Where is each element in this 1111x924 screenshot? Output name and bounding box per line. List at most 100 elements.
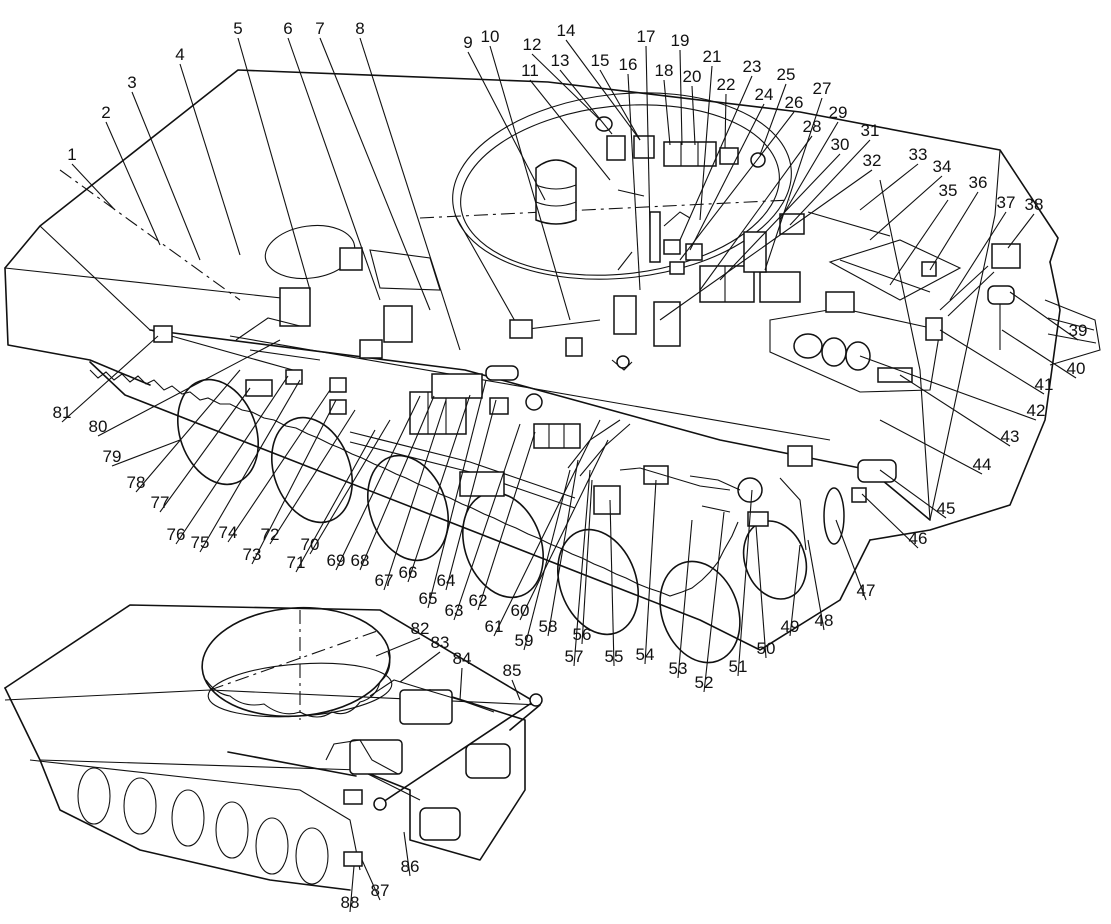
callout-16: 16 bbox=[619, 55, 638, 74]
leader-line-80 bbox=[97, 339, 281, 437]
callout-7: 7 bbox=[315, 19, 324, 38]
leader-line-31 bbox=[789, 139, 871, 226]
leader-line-53 bbox=[677, 519, 693, 679]
leader-line-87 bbox=[361, 859, 381, 901]
callout-49: 49 bbox=[781, 617, 800, 636]
callout-24: 24 bbox=[755, 85, 774, 104]
leader-line-63 bbox=[453, 423, 521, 621]
callout-66: 66 bbox=[399, 563, 418, 582]
leader-line-1 bbox=[71, 163, 116, 211]
leader-line-38 bbox=[1007, 213, 1035, 249]
leader-line-76 bbox=[175, 375, 289, 545]
callout-36: 36 bbox=[969, 173, 988, 192]
leader-line-12 bbox=[531, 53, 601, 121]
callout-11: 11 bbox=[521, 61, 539, 80]
callout-46: 46 bbox=[909, 529, 928, 548]
callout-10: 10 bbox=[481, 27, 500, 46]
callout-38: 38 bbox=[1025, 195, 1044, 214]
leader-line-84 bbox=[459, 667, 463, 701]
leader-line-24 bbox=[689, 103, 765, 251]
leader-line-25 bbox=[759, 83, 787, 156]
leader-line-41 bbox=[939, 329, 1045, 395]
callout-29: 29 bbox=[829, 103, 848, 122]
leader-line-35 bbox=[889, 199, 949, 286]
leader-line-66 bbox=[407, 394, 471, 583]
leader-line-54 bbox=[644, 479, 657, 665]
callout-9: 9 bbox=[463, 33, 472, 52]
leader-line-7 bbox=[319, 37, 431, 311]
leader-line-47 bbox=[835, 519, 867, 601]
leader-line-75 bbox=[199, 379, 301, 553]
leader-line-32 bbox=[659, 169, 873, 321]
leader-line-44 bbox=[879, 419, 983, 475]
leader-line-45 bbox=[879, 469, 947, 519]
callout-42: 42 bbox=[1027, 401, 1046, 420]
leader-line-85 bbox=[511, 679, 521, 701]
callout-12: 12 bbox=[523, 35, 542, 54]
leader-line-20 bbox=[691, 85, 696, 146]
callout-3: 3 bbox=[127, 73, 136, 92]
leader-line-21 bbox=[699, 65, 713, 221]
leader-line-8 bbox=[359, 37, 461, 351]
callout-85: 85 bbox=[503, 661, 522, 680]
callout-30: 30 bbox=[831, 135, 850, 154]
callout-13: 13 bbox=[551, 51, 570, 70]
callout-25: 25 bbox=[777, 65, 796, 84]
leader-line-26 bbox=[679, 111, 795, 261]
leader-line-72 bbox=[269, 409, 356, 545]
callout-35: 35 bbox=[939, 181, 958, 200]
callout-14: 14 bbox=[557, 21, 576, 40]
callout-56: 56 bbox=[573, 625, 592, 644]
leader-line-70 bbox=[309, 419, 391, 555]
callout-62: 62 bbox=[469, 591, 488, 610]
inset-vehicle bbox=[4, 604, 543, 891]
leader-line-74 bbox=[227, 389, 331, 543]
callout-15: 15 bbox=[591, 51, 610, 70]
leader-line-19 bbox=[679, 49, 683, 146]
leader-line-4 bbox=[179, 63, 241, 256]
callout-77: 77 bbox=[151, 493, 170, 512]
callout-81: 81 bbox=[53, 403, 72, 422]
leader-line-39 bbox=[1009, 291, 1079, 341]
leader-line-55 bbox=[609, 499, 615, 667]
leader-line-59 bbox=[523, 469, 571, 651]
callout-79: 79 bbox=[103, 447, 122, 466]
callout-60: 60 bbox=[511, 601, 530, 620]
leader-line-5 bbox=[237, 37, 311, 291]
leader-line-79 bbox=[111, 439, 181, 467]
leader-line-60 bbox=[519, 439, 609, 621]
callout-58: 58 bbox=[539, 617, 558, 636]
callout-64: 64 bbox=[437, 571, 456, 590]
leader-line-30 bbox=[719, 153, 841, 281]
callout-82: 82 bbox=[411, 619, 430, 638]
leader-line-28 bbox=[699, 135, 813, 291]
leader-line-83 bbox=[399, 651, 441, 683]
leader-line-6 bbox=[287, 37, 381, 301]
leader-line-50 bbox=[755, 525, 767, 659]
callout-59: 59 bbox=[515, 631, 534, 650]
callout-8: 8 bbox=[355, 19, 364, 38]
leader-line-23 bbox=[679, 75, 753, 241]
track bbox=[89, 369, 739, 597]
callout-55: 55 bbox=[605, 647, 624, 666]
leader-line-36 bbox=[929, 191, 979, 271]
leader-line-3 bbox=[131, 91, 201, 261]
callout-84: 84 bbox=[453, 649, 472, 668]
leader-line-77 bbox=[159, 387, 251, 513]
callout-70: 70 bbox=[301, 535, 320, 554]
callout-57: 57 bbox=[565, 647, 584, 666]
callout-34: 34 bbox=[933, 157, 952, 176]
callout-72: 72 bbox=[261, 525, 280, 544]
callout-69: 69 bbox=[327, 551, 346, 570]
callout-68: 68 bbox=[351, 551, 370, 570]
leader-line-42 bbox=[859, 355, 1037, 421]
callout-41: 41 bbox=[1035, 375, 1054, 394]
callout-1: 1 bbox=[67, 145, 76, 164]
callout-20: 20 bbox=[683, 67, 702, 86]
callout-6: 6 bbox=[283, 19, 292, 38]
callout-73: 73 bbox=[243, 545, 262, 564]
leader-line-33 bbox=[859, 163, 919, 211]
callout-32: 32 bbox=[863, 151, 882, 170]
